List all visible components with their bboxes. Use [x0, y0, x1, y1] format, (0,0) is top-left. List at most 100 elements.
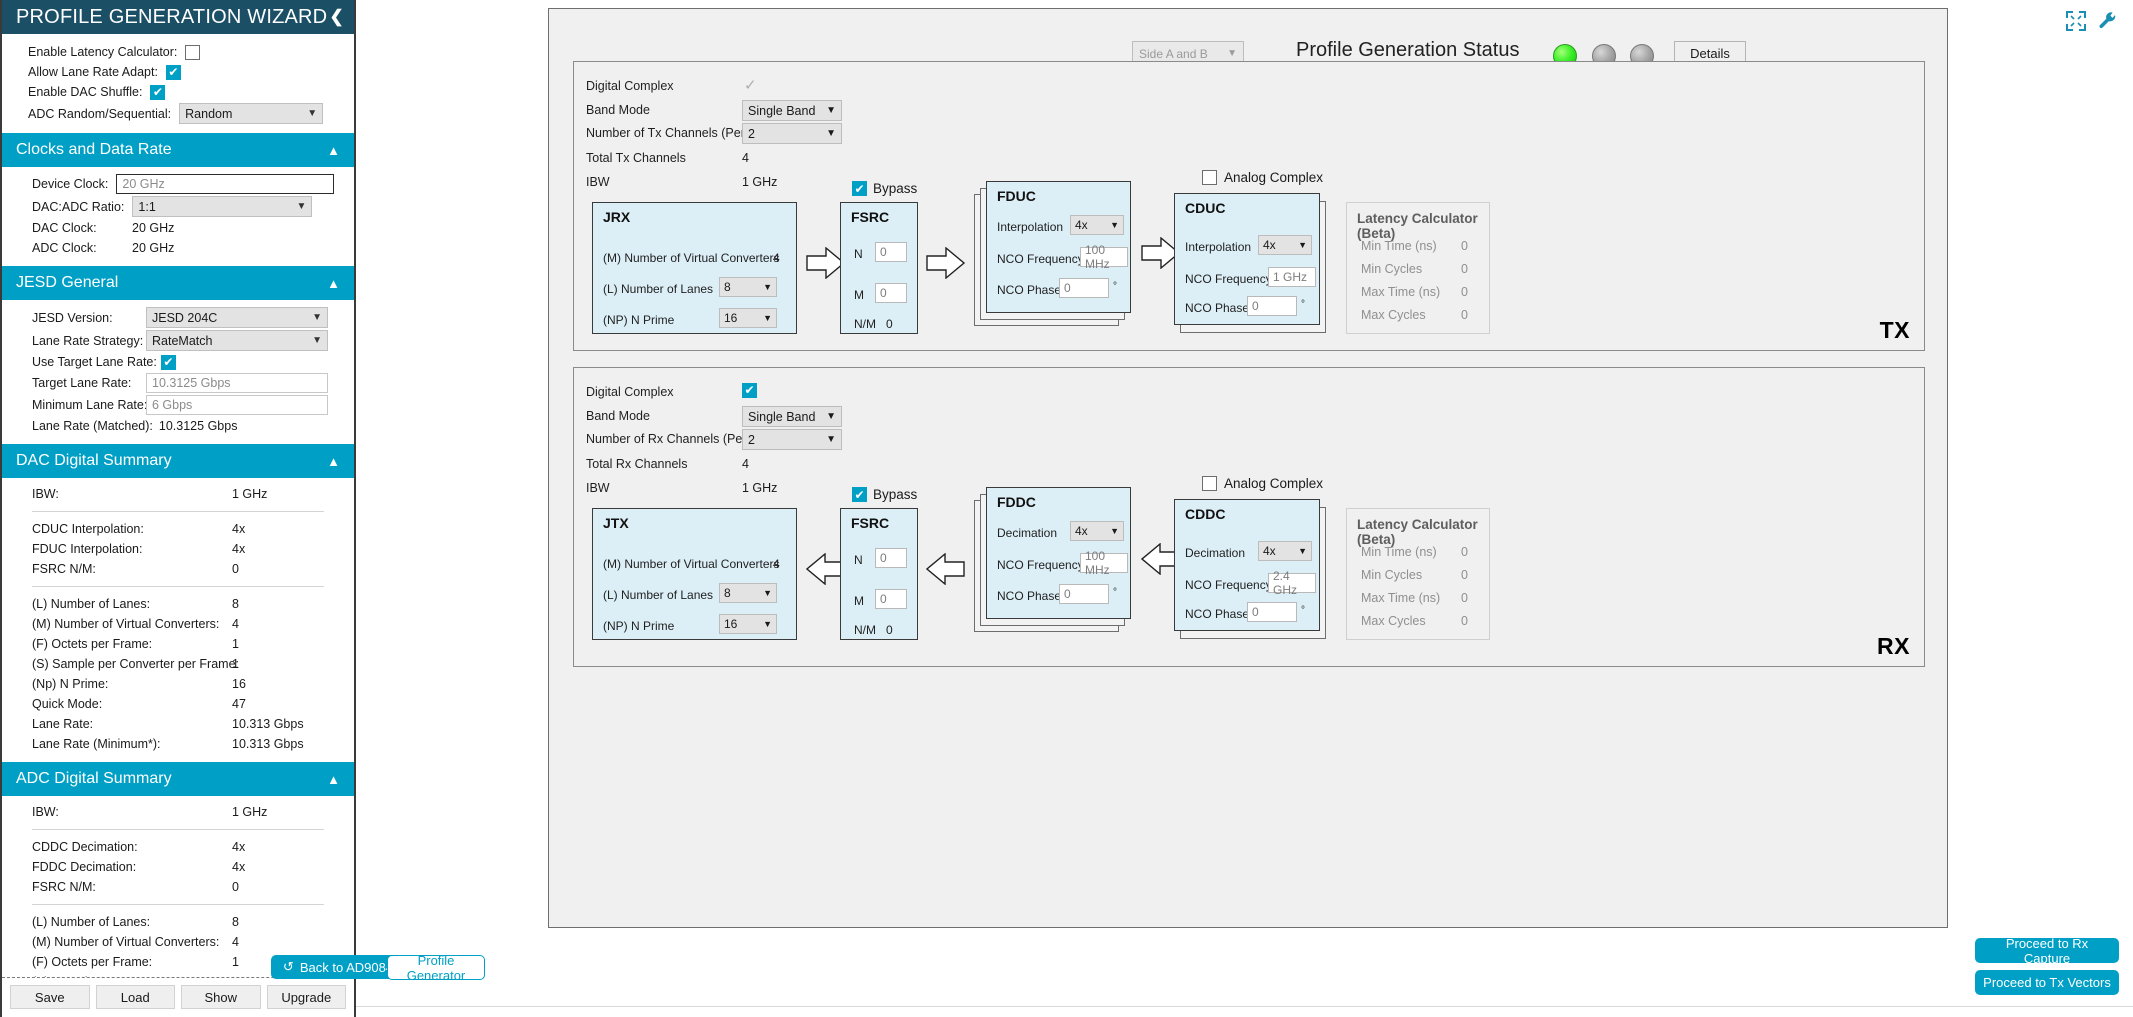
top-options-group: Enable Latency Calculator: Allow Lane Ra… [2, 34, 354, 133]
jrx-block: JRX (M) Number of Virtual Converters 4 (… [592, 202, 797, 334]
summary-label: FSRC N/M: [32, 880, 96, 894]
tx-analog-complex-checkbox[interactable] [1202, 170, 1217, 185]
flow-arrow-right-icon [926, 247, 966, 279]
rx-panel: Digital Complex Band Mode Single Band ▼ … [573, 367, 1925, 667]
fddc-nco-frequency-input[interactable]: 100 MHz [1080, 549, 1128, 577]
summary-row: CDUC Interpolation: 4x [2, 519, 354, 539]
fddc-decimation-select[interactable]: 4x ▼ [1070, 521, 1124, 541]
minimum-lane-rate-input[interactable]: 6 Gbps [146, 395, 328, 415]
cduc-interpolation-select[interactable]: 4x ▼ [1258, 235, 1312, 255]
field-label: Use Target Lane Rate: [32, 355, 157, 369]
back-to-ad9084-button[interactable]: ↺ Back to AD9084 [271, 955, 405, 979]
allow-lane-rate-adapt-checkbox[interactable] [165, 64, 181, 80]
cddc-nco-phases-input[interactable]: 0 [1247, 602, 1297, 622]
jrx-l-select[interactable]: 8 ▼ [719, 277, 777, 297]
enable-dac-shuffle-checkbox[interactable] [150, 84, 166, 100]
jesd-version-select[interactable]: JESD 204C ▼ [146, 307, 328, 328]
summary-row: (S) Sample per Converter per Frame: 1 [2, 972, 354, 977]
rx-analog-complex-checkbox[interactable] [1202, 476, 1217, 491]
lane-rate-strategy-select[interactable]: RateMatch ▼ [146, 330, 328, 351]
jtx-m-label: (M) Number of Virtual Converters [603, 557, 780, 571]
expand-icon[interactable] [2065, 10, 2087, 32]
tx-fsrc-n-input[interactable]: 0 [875, 242, 907, 262]
summary-label: (M) Number of Virtual Converters: [32, 617, 220, 631]
tx-band-mode-select[interactable]: Single Band ▼ [742, 100, 842, 121]
cduc-nco-phases-label: NCO Phases [1185, 301, 1256, 315]
rx-digital-complex-checkbox[interactable] [742, 382, 757, 398]
save-button[interactable]: Save [10, 985, 90, 1009]
divider [32, 586, 324, 587]
upgrade-button[interactable]: Upgrade [266, 985, 346, 1009]
input-value: 100 MHz [1085, 243, 1110, 271]
rx-bypass-checkbox[interactable] [852, 487, 867, 502]
wrench-icon[interactable] [2097, 10, 2119, 32]
proceed-to-tx-vectors-button[interactable]: Proceed to Tx Vectors [1975, 970, 2119, 995]
select-value: 4x [1263, 238, 1276, 252]
select-value: 2 [748, 432, 755, 447]
tx-digital-complex-label: Digital Complex [586, 79, 674, 93]
enable-latency-calculator-checkbox[interactable] [185, 44, 201, 60]
target-lane-rate-input[interactable]: 10.3125 Gbps [146, 373, 328, 393]
tx-channels-select[interactable]: 2 ▼ [742, 123, 842, 144]
field-label: ADC Clock: [32, 241, 97, 255]
summary-value: 10.313 Gbps [232, 737, 304, 751]
section-header-adc-digital-summary[interactable]: ADC Digital Summary ▲ [2, 762, 354, 796]
tx-latency-label: Max Time (ns) [1361, 285, 1441, 299]
proceed-to-rx-capture-button[interactable]: Proceed to Rx Capture [1975, 936, 2119, 966]
cduc-nco-phases-input[interactable]: 0 [1247, 296, 1297, 316]
load-button[interactable]: Load [95, 985, 175, 1009]
summary-row: (Np) N Prime: 16 [2, 674, 354, 694]
dac-adc-ratio-select[interactable]: 1:1 ▼ [132, 196, 313, 217]
option-row-dac-shuffle: Enable DAC Shuffle: [2, 82, 354, 102]
cduc-nco-frequency-input[interactable]: 1 GHz [1268, 267, 1316, 287]
rx-fsrc-n-input[interactable]: 0 [875, 548, 907, 568]
summary-row: FSRC N/M: 0 [2, 877, 354, 897]
device-clock-input[interactable]: 20 GHz [116, 174, 335, 194]
jrx-np-select[interactable]: 16 ▼ [719, 308, 777, 328]
chevron-down-icon: ▼ [763, 588, 772, 598]
tx-fsrc-m-input[interactable]: 0 [875, 283, 907, 303]
cddc-decimation-select[interactable]: 4x ▼ [1258, 541, 1312, 561]
section-header-dac-digital-summary[interactable]: DAC Digital Summary ▲ [2, 444, 354, 478]
summary-label: (L) Number of Lanes: [32, 597, 151, 611]
profile-generator-button[interactable]: Profile Generator [387, 953, 485, 983]
rx-channels-select[interactable]: 2 ▼ [742, 429, 842, 450]
rx-latency-label: Min Time (ns) [1361, 545, 1437, 559]
section-body-adc-summary: IBW: 1 GHz CDDC Decimation: 4x FDDC Deci… [2, 796, 354, 977]
tx-ibw-value: 1 GHz [742, 175, 778, 189]
jtx-l-select[interactable]: 8 ▼ [719, 583, 777, 603]
summary-label: Lane Rate: [32, 717, 94, 731]
fduc-interpolation-select[interactable]: 4x ▼ [1070, 215, 1124, 235]
fduc-nco-phases-input[interactable]: 0 [1059, 278, 1109, 298]
cddc-decimation-label: Decimation [1185, 546, 1246, 560]
cddc-nco-frequency-input[interactable]: 2.4 GHz [1268, 569, 1316, 597]
profile-generation-status-label: Profile Generation Status [1296, 39, 1520, 61]
tx-digital-complex-check-icon[interactable]: ✓ [744, 77, 757, 94]
adc-random-sequential-select[interactable]: Random ▼ [179, 103, 324, 124]
rx-band-mode-select[interactable]: Single Band ▼ [742, 406, 842, 427]
summary-row: Lane Rate (Minimum*): 10.313 Gbps [2, 734, 354, 754]
section-header-clocks-and-data-rate[interactable]: Clocks and Data Rate ▲ [2, 133, 354, 167]
jtx-np-select[interactable]: 16 ▼ [719, 614, 777, 634]
show-button[interactable]: Show [181, 985, 261, 1009]
fddc-nco-phases-input[interactable]: 0 [1059, 584, 1109, 604]
rx-bypass-label: Bypass [873, 487, 918, 502]
use-target-lane-rate-checkbox[interactable] [160, 354, 176, 370]
main-area: Side A and B ▼ Profile Generation Status… [271, 0, 2133, 1017]
fduc-nco-frequency-input[interactable]: 100 MHz [1080, 243, 1128, 271]
summary-row: FDUC Interpolation: 4x [2, 539, 354, 559]
section-header-jesd-general[interactable]: JESD General ▲ [2, 266, 354, 300]
tx-fsrc-title: FSRC [851, 209, 890, 225]
chevron-down-icon: ▼ [1298, 240, 1307, 250]
chevron-left-icon[interactable]: ❮ [329, 7, 344, 26]
tx-bypass-checkbox[interactable] [852, 181, 867, 196]
input-value: 20 GHz [122, 177, 165, 191]
summary-label: (F) Octets per Frame: [32, 637, 153, 651]
divider [32, 829, 324, 830]
summary-label: CDUC Interpolation: [32, 522, 144, 536]
rx-fsrc-m-input[interactable]: 0 [875, 589, 907, 609]
summary-value: 0 [232, 880, 239, 894]
rx-analog-complex-row: Analog Complex [1202, 476, 1323, 491]
select-value: RateMatch [152, 333, 213, 348]
option-label: Allow Lane Rate Adapt: [28, 65, 158, 79]
